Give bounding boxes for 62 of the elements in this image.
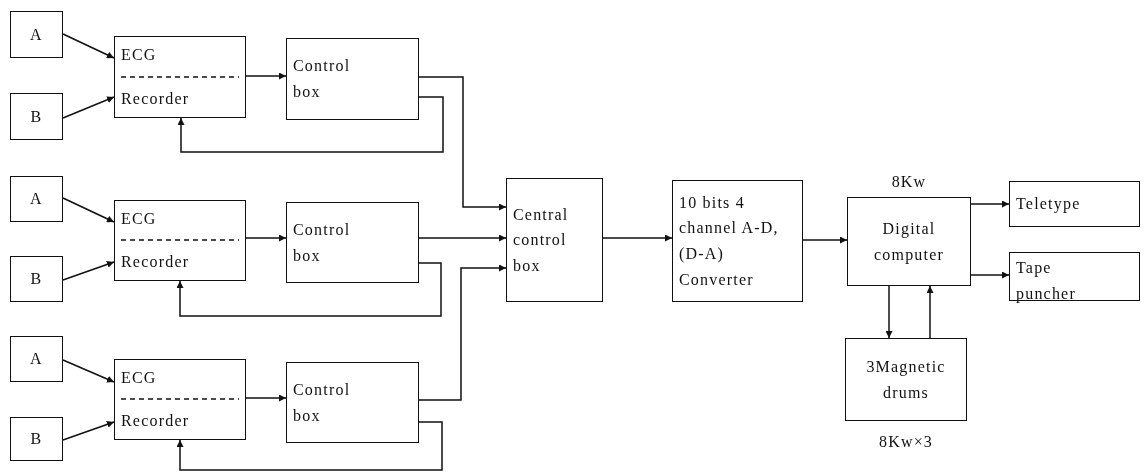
box-label: Control box <box>293 56 352 102</box>
box-label: 3Magnetic drums <box>865 356 947 403</box>
process-box <box>10 336 63 382</box>
process-box <box>10 256 63 302</box>
process-box <box>286 202 419 283</box>
arrow <box>62 197 115 223</box>
process-box <box>114 200 246 281</box>
box-label: Central control box <box>513 204 570 276</box>
box-label: 10 bits 4 channel A-D, (D-A) Converter <box>679 192 780 290</box>
process-box <box>10 11 63 58</box>
box-label: Teletype <box>1016 194 1082 215</box>
arrow <box>62 96 115 119</box>
process-box <box>845 338 967 421</box>
box-label: A <box>30 189 43 210</box>
arrow <box>62 359 115 383</box>
box-label: Tape puncher <box>1016 258 1077 305</box>
process-box <box>10 176 63 222</box>
annotation-text: 8Kw <box>891 173 927 191</box>
process-box <box>286 362 419 443</box>
arrow <box>970 271 1010 279</box>
arrow <box>177 96 444 153</box>
process-box <box>847 197 971 286</box>
box-label: ECG <box>121 45 158 66</box>
arrow <box>245 234 287 242</box>
box-label: Digital computer <box>873 218 945 266</box>
box-label: A <box>30 24 43 45</box>
process-box <box>1009 252 1140 301</box>
box-label: Recorder <box>121 411 191 432</box>
arrow <box>418 76 507 211</box>
box-label: B <box>30 429 43 450</box>
process-box <box>10 93 63 140</box>
box-label: Recorder <box>121 252 191 273</box>
arrow <box>176 421 443 471</box>
process-box <box>114 359 246 440</box>
arrow <box>802 236 848 244</box>
process-box <box>506 178 603 302</box>
arrow <box>62 261 115 281</box>
box-label: ECG <box>121 209 158 230</box>
arrow <box>176 262 442 317</box>
arrow <box>885 285 893 339</box>
arrow <box>602 234 673 242</box>
process-box <box>672 180 803 302</box>
process-box <box>1009 181 1140 227</box>
arrow <box>418 234 507 242</box>
box-label: Recorder <box>121 88 191 109</box>
box-label: ECG <box>121 368 158 389</box>
arrow <box>245 72 287 80</box>
box-label: Control box <box>293 379 352 426</box>
box-label: B <box>30 269 43 290</box>
box-label: A <box>30 349 43 370</box>
arrow <box>245 394 287 402</box>
process-box <box>286 38 419 120</box>
box-label: B <box>30 106 43 127</box>
process-box <box>10 417 63 461</box>
box-label: Control box <box>293 219 352 266</box>
arrow <box>418 264 507 401</box>
arrow <box>970 200 1010 208</box>
process-box <box>114 36 246 118</box>
annotation-text: 8Kw×3 <box>878 433 934 451</box>
arrow <box>62 33 115 59</box>
arrow <box>926 285 934 339</box>
arrow <box>62 421 115 441</box>
